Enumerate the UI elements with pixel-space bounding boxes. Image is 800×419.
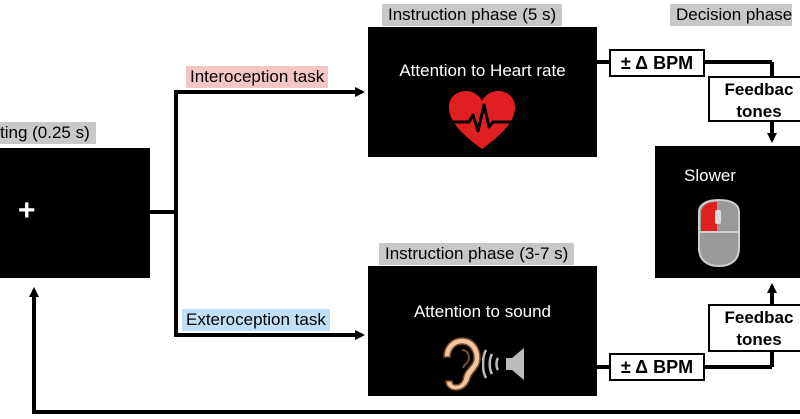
feedback-top-box: Feedbac tones bbox=[708, 76, 800, 122]
fixation-phase-label: ting (0.25 s) bbox=[0, 122, 96, 144]
fixation-screen: + bbox=[0, 148, 150, 278]
bpm-bottom-box: ± Δ BPM bbox=[609, 353, 705, 381]
intero-instruction-screen: Attention to Heart rate bbox=[368, 27, 597, 157]
decision-option-slower: Slower bbox=[684, 166, 736, 185]
mouse-icon bbox=[698, 198, 740, 268]
bpm-top-box: ± Δ BPM bbox=[609, 49, 705, 77]
fixation-cross: + bbox=[18, 194, 36, 227]
feedback-top-line2: tones bbox=[736, 102, 782, 121]
intero-phase-label: Instruction phase (5 s) bbox=[382, 4, 563, 26]
feedback-bottom-line1: Feedbac bbox=[724, 308, 794, 327]
feedback-bottom-box: Feedbac tones bbox=[708, 304, 800, 352]
heart-icon bbox=[449, 91, 515, 149]
decision-screen: Slower bbox=[655, 146, 800, 278]
intero-instruction-text: Attention to Heart rate bbox=[399, 61, 566, 80]
ear-icon bbox=[443, 337, 481, 391]
interoception-task-label: Interoception task bbox=[186, 66, 329, 88]
feedback-top-line1: Feedbac bbox=[724, 80, 794, 99]
extero-instruction-text: Attention to sound bbox=[413, 302, 552, 321]
extero-instruction-screen: Attention to sound bbox=[368, 266, 597, 396]
decision-phase-label: Decision phase bbox=[670, 4, 793, 26]
extero-phase-label: Instruction phase (3-7 s) bbox=[379, 243, 575, 265]
speaker-icon bbox=[482, 348, 524, 380]
feedback-bottom-line2: tones bbox=[736, 330, 782, 349]
exteroception-task-label: Exteroception task bbox=[182, 309, 330, 331]
